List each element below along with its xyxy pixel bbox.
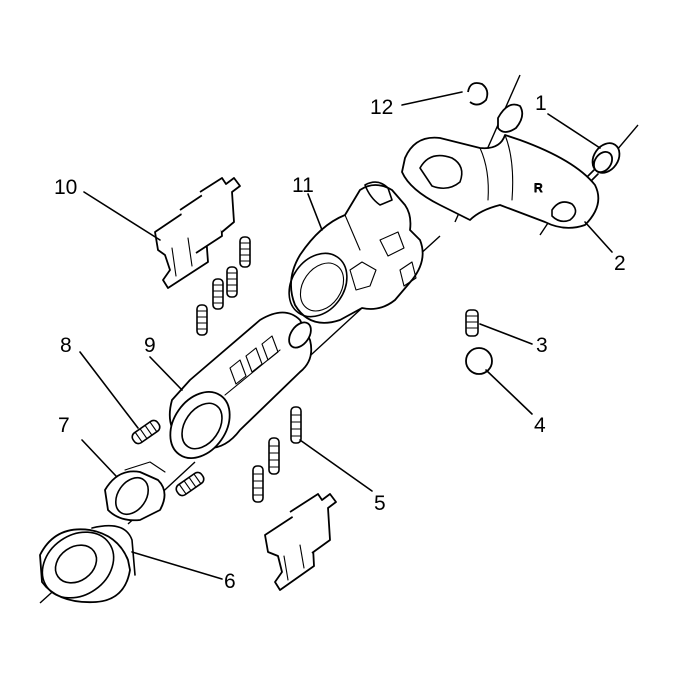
callout-3: 3 [536,334,548,357]
callout-12: 12 [370,96,393,119]
part-2-bracket: R [401,134,600,229]
callout-11: 11 [292,174,314,197]
lower-tumbler-set [264,493,337,591]
callout-2: 2 [614,252,626,275]
part-10-tumbler-set-upper [154,177,241,289]
part-9-lock-cylinder [168,311,313,459]
callout-labels: 1 2 3 4 5 6 7 8 9 10 11 12 [54,92,626,593]
part-6-bezel [39,524,136,604]
part-1-rivet [585,142,621,183]
part-11-lock-housing [288,181,424,324]
callout-9: 9 [144,334,156,357]
callout-4: 4 [534,414,546,437]
leader-lines [79,91,613,580]
callout-8: 8 [60,334,72,357]
embossed-r-mark: R [534,181,543,195]
part-7-shutter [104,461,166,522]
part-12-retainer-clip [467,82,524,133]
part-3-spring [465,309,479,337]
callout-5: 5 [374,492,386,515]
upper-springs [196,236,251,336]
callout-6: 6 [224,570,236,593]
part-4-detent-ball [465,347,493,375]
tumbler-spring-lower [175,471,205,497]
part-8-spring [131,419,161,445]
part-5-springs [252,406,302,503]
callout-10: 10 [54,176,77,199]
callout-1: 1 [535,92,547,115]
callout-7: 7 [58,414,70,437]
